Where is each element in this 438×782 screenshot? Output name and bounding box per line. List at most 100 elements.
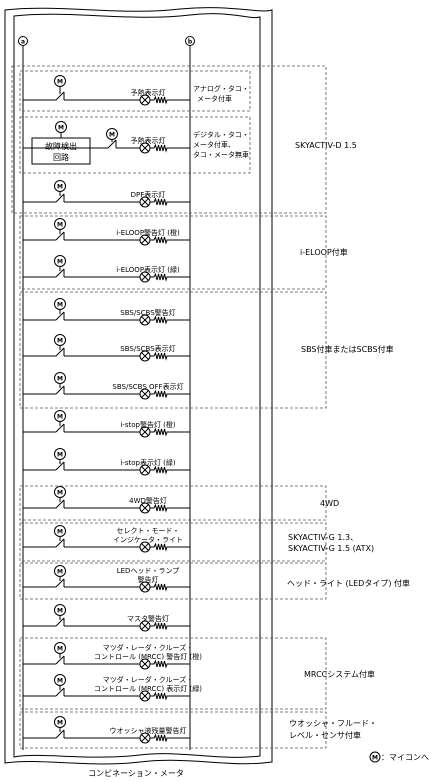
resistor-icon (150, 143, 190, 153)
switch-contact (55, 193, 65, 203)
micon-icon (54, 75, 66, 87)
lamp-filament (141, 96, 149, 104)
group-box-mrcc (19, 637, 327, 710)
lamp-filament (141, 734, 149, 742)
lamp-label: マツダ・レーダ・クルーズ・ (103, 643, 193, 652)
switch-contact (55, 617, 65, 627)
resistor-icon (150, 691, 190, 701)
switch-contact (107, 139, 117, 149)
lamp-label: 4WD警告灯 (129, 496, 167, 505)
fault-detection-label-2: 回路 (53, 152, 69, 162)
legend-text: ：マイコンへ (381, 753, 429, 762)
lamp-label: 予熱表示灯 (131, 136, 166, 145)
micon-symbol: M (58, 125, 64, 132)
resistor-icon (150, 733, 190, 743)
switch-contact (55, 687, 65, 697)
resistor-icon (150, 315, 190, 325)
resistor-icon (150, 95, 190, 105)
micon-symbol: M (57, 222, 63, 229)
fault-detection-label-1: 故障検出 (45, 141, 77, 151)
resistor-icon (150, 427, 190, 437)
switch-contact (55, 538, 65, 548)
resistor-icon (150, 235, 190, 245)
switch-contact (55, 578, 65, 588)
micon-icon (54, 298, 66, 310)
lamp-filament (141, 390, 149, 398)
switch-contact (55, 499, 65, 509)
group-label-headlight: ヘッド・ライト (LEDタイプ) 付車 (287, 578, 410, 588)
switch-contact (55, 231, 65, 241)
micon-icon (54, 180, 66, 192)
lamp-filament (141, 543, 149, 551)
group-label-washer-1: ウオッシャ・フルード・ (289, 719, 377, 728)
lamp-label: 予熱表示灯 (131, 88, 166, 97)
switch-contact (55, 729, 65, 739)
micon-icon (54, 716, 66, 728)
lamp-filament (141, 466, 149, 474)
lamp-label: i-stop警告灯 (橙) (120, 420, 176, 429)
lamp-label: i-ELOOP表示灯 (緑) (116, 265, 180, 274)
lamp-label: i-stop表示灯 (緑) (120, 458, 176, 467)
circuit-row: Mi-ELOOP表示灯 (緑) (23, 255, 190, 283)
resistor-icon (150, 272, 190, 282)
circuit-row: Mi-stop警告灯 (橙) (23, 410, 190, 438)
micon-symbol: M (109, 132, 115, 139)
resistor-icon (150, 659, 190, 669)
switch-contact (55, 311, 65, 321)
lamp-filament (141, 428, 149, 436)
micon-icon (54, 642, 66, 654)
group-box-digital (19, 116, 251, 174)
lamp-label: ウオッシャ液残量警告灯 (110, 726, 187, 735)
lamp-filament (141, 660, 149, 668)
bus-a-label: a (21, 39, 25, 46)
resistor-icon (150, 389, 190, 399)
lamp-label: SBS/SCBS警告灯 (120, 308, 175, 317)
lamp-filament (141, 273, 149, 281)
legend-micon-icon (369, 751, 381, 763)
micon-icon (54, 255, 66, 267)
micon-symbol: M (57, 376, 63, 383)
switch-contact (55, 91, 65, 101)
lamp-label: 警告灯 (138, 575, 159, 584)
lamp-label: マスタ警告灯 (127, 614, 169, 623)
micon-symbol: M (57, 259, 63, 266)
resistor-icon (150, 465, 190, 475)
micon-symbol: M (57, 720, 63, 727)
lamp-label: マツダ・レーダ・クルーズ・ (103, 675, 193, 684)
group-label-skyactiv-g-2: SKYACTIV-G 1.5 (ATX) (288, 544, 374, 553)
lamp-filament (141, 352, 149, 360)
note-digital-3: タコ・メータ無車 (193, 150, 249, 159)
micon-symbol: M (57, 414, 63, 421)
resistor-icon (150, 197, 190, 207)
switch-contact (55, 385, 65, 395)
micon-symbol: M (57, 184, 63, 191)
group-box-headlight (19, 562, 327, 600)
group-box-ieloop (19, 215, 327, 290)
switch-contact (55, 347, 65, 357)
micon-icon (54, 448, 66, 460)
resistor-icon (150, 542, 190, 552)
lamp-label: i-ELOOP警告灯 (橙) (116, 228, 180, 237)
micon-symbol: M (57, 79, 63, 86)
bus-a-terminal (18, 36, 28, 46)
lamp-filament (141, 504, 149, 512)
micon-symbol: M (57, 608, 63, 615)
micon-symbol: M (57, 569, 63, 576)
micon-icon (54, 218, 66, 230)
lamp-label: コントロール (MRCC) 表示灯 (緑) (94, 684, 202, 693)
bus-b-terminal (185, 36, 195, 46)
micon-icon (54, 486, 66, 498)
micon-symbol: M (57, 529, 63, 536)
micon-icon (55, 121, 67, 133)
circuit-row: M 予熱表示灯 (23, 75, 190, 106)
group-label-ieloop: i-ELOOP付車 (300, 247, 348, 257)
switch-contact (55, 461, 65, 471)
micon-icon (54, 604, 66, 616)
lamp-filament (141, 236, 149, 244)
